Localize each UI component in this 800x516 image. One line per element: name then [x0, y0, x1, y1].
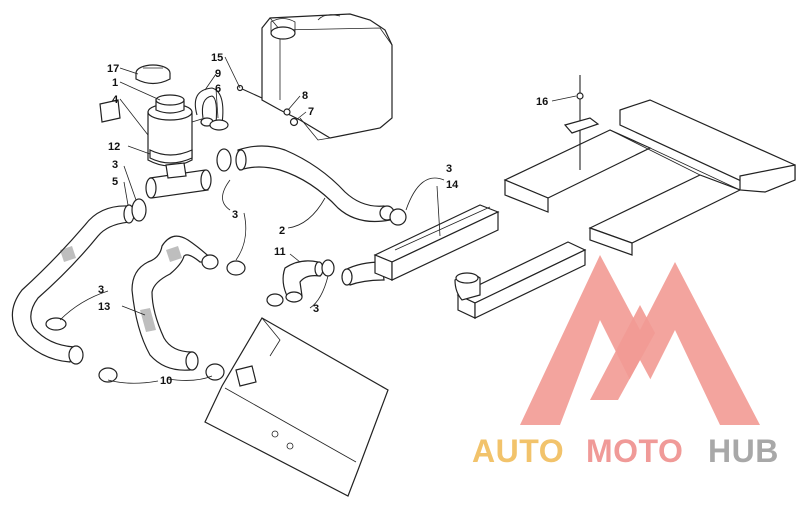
- callout-10: 13: [98, 301, 110, 313]
- callout-17: 17: [107, 63, 119, 75]
- mounting-hardware: [236, 84, 299, 127]
- watermark-text-hub: HUB: [708, 433, 779, 469]
- callout-6: 6: [215, 83, 221, 95]
- coolant-tank: [261, 13, 393, 141]
- rod-bracket: [563, 75, 600, 170]
- filler-neck-assembly: [147, 94, 214, 167]
- callout-16: 16: [536, 96, 548, 108]
- callout-4: 4: [112, 94, 119, 106]
- hose-clamps: [45, 148, 407, 383]
- callout-3-mid: 3: [232, 209, 238, 221]
- hose-left-loop: [11, 204, 135, 365]
- heat-exchanger-rear: [454, 241, 587, 319]
- callout-13: 3: [98, 284, 104, 296]
- hose-middle: [131, 235, 219, 371]
- watermark-logo: [520, 255, 760, 425]
- hose-upper: [235, 145, 395, 223]
- connector-pipe: [341, 261, 385, 286]
- callout-5: 5: [112, 176, 118, 188]
- clamp-f: [266, 293, 284, 307]
- callout-labels: 17 1 4 12 3 5 15 9 6 8 7 2 3 3 14 11 3 3…: [98, 52, 548, 387]
- callout-8: 8: [302, 90, 308, 102]
- hose-elbow: [282, 260, 324, 303]
- callout-11: 11: [274, 246, 286, 258]
- watermark-brand-text: AUTO MOTO HUB: [472, 433, 779, 469]
- callout-9: 9: [215, 68, 221, 80]
- callout-2: 2: [279, 225, 285, 237]
- rear-flap: [204, 317, 389, 497]
- clamp-g: [98, 367, 118, 383]
- clamp-c: [389, 208, 407, 226]
- clamp-h: [205, 363, 225, 381]
- callout-14: 14: [446, 179, 459, 191]
- watermark-text-auto: AUTO: [472, 433, 564, 469]
- radiator-cap: [135, 64, 171, 85]
- decal: [99, 99, 121, 123]
- callout-3-bottom: 10: [160, 375, 172, 387]
- leader-lines: [59, 56, 577, 384]
- callout-15: 15: [211, 52, 223, 64]
- tunnel-frame: [503, 99, 796, 256]
- t-fitting: [145, 162, 212, 199]
- callout-3-top: 3: [112, 159, 118, 171]
- overflow-hose: [194, 87, 229, 131]
- clamp-d: [226, 260, 246, 276]
- clamp-e: [321, 259, 335, 277]
- callout-3-lowmid: 3: [313, 303, 319, 315]
- watermark-text-moto: MOTO: [586, 433, 683, 469]
- callout-7: 7: [308, 106, 314, 118]
- clamp-b: [216, 148, 232, 172]
- heat-exchanger-front: [373, 204, 500, 281]
- callout-12: 12: [108, 141, 120, 153]
- callout-1: 1: [112, 77, 118, 89]
- clamp-a: [131, 198, 147, 222]
- callout-3-right: 3: [446, 163, 452, 175]
- clamp-i: [45, 317, 67, 331]
